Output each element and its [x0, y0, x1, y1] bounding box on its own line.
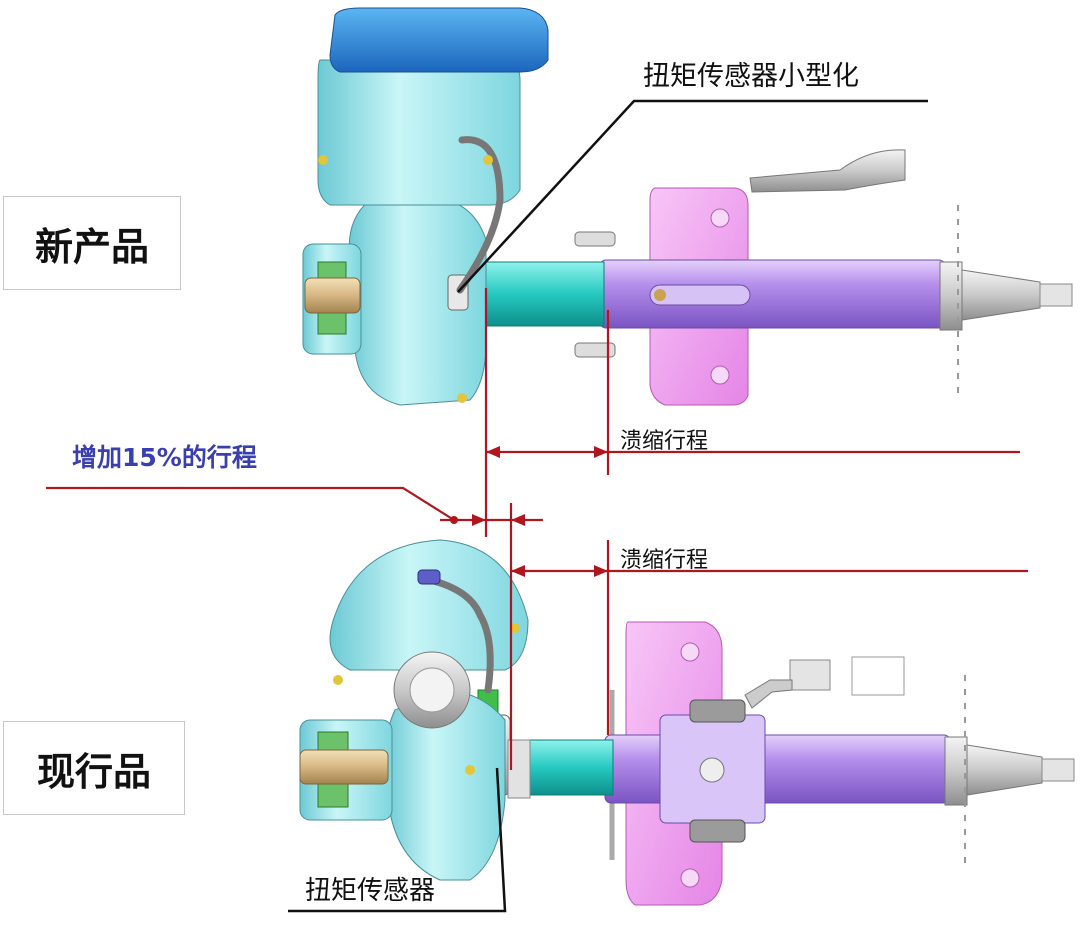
increase-stroke-annotation: 增加15%的行程	[72, 443, 257, 472]
new-product-assembly	[302, 7, 1073, 406]
ecu-cover-top	[329, 7, 549, 73]
new-product-label-box: 新产品	[3, 196, 181, 290]
collapse-stroke-top-annotation: 溃缩行程	[620, 429, 709, 454]
current-product-label-box: 现行品	[3, 721, 185, 815]
motor-housing-bottom	[329, 539, 529, 671]
torque-sensor-miniaturized-annotation: 扭矩传感器小型化	[643, 61, 859, 92]
dimension-lines	[46, 288, 1028, 770]
intermediate-shaft-bottom	[527, 739, 614, 796]
torque-sensor-annotation: 扭矩传感器	[305, 876, 436, 906]
collapse-stroke-bottom-annotation: 溃缩行程	[620, 548, 709, 573]
outer-column-bottom	[604, 734, 951, 804]
tilt-lever-top	[749, 149, 906, 193]
increase-stroke-leader	[46, 486, 455, 521]
intermediate-shaft-top	[481, 261, 605, 327]
new-product-label: 新产品	[34, 223, 149, 269]
motor-housing-top	[317, 59, 521, 206]
current-product-label: 现行品	[36, 748, 151, 794]
leader-torque-sensor	[288, 767, 507, 913]
current-product-assembly	[299, 539, 1075, 906]
leader-lines	[288, 99, 928, 913]
leader-torque-sensor-miniaturized	[457, 99, 928, 293]
